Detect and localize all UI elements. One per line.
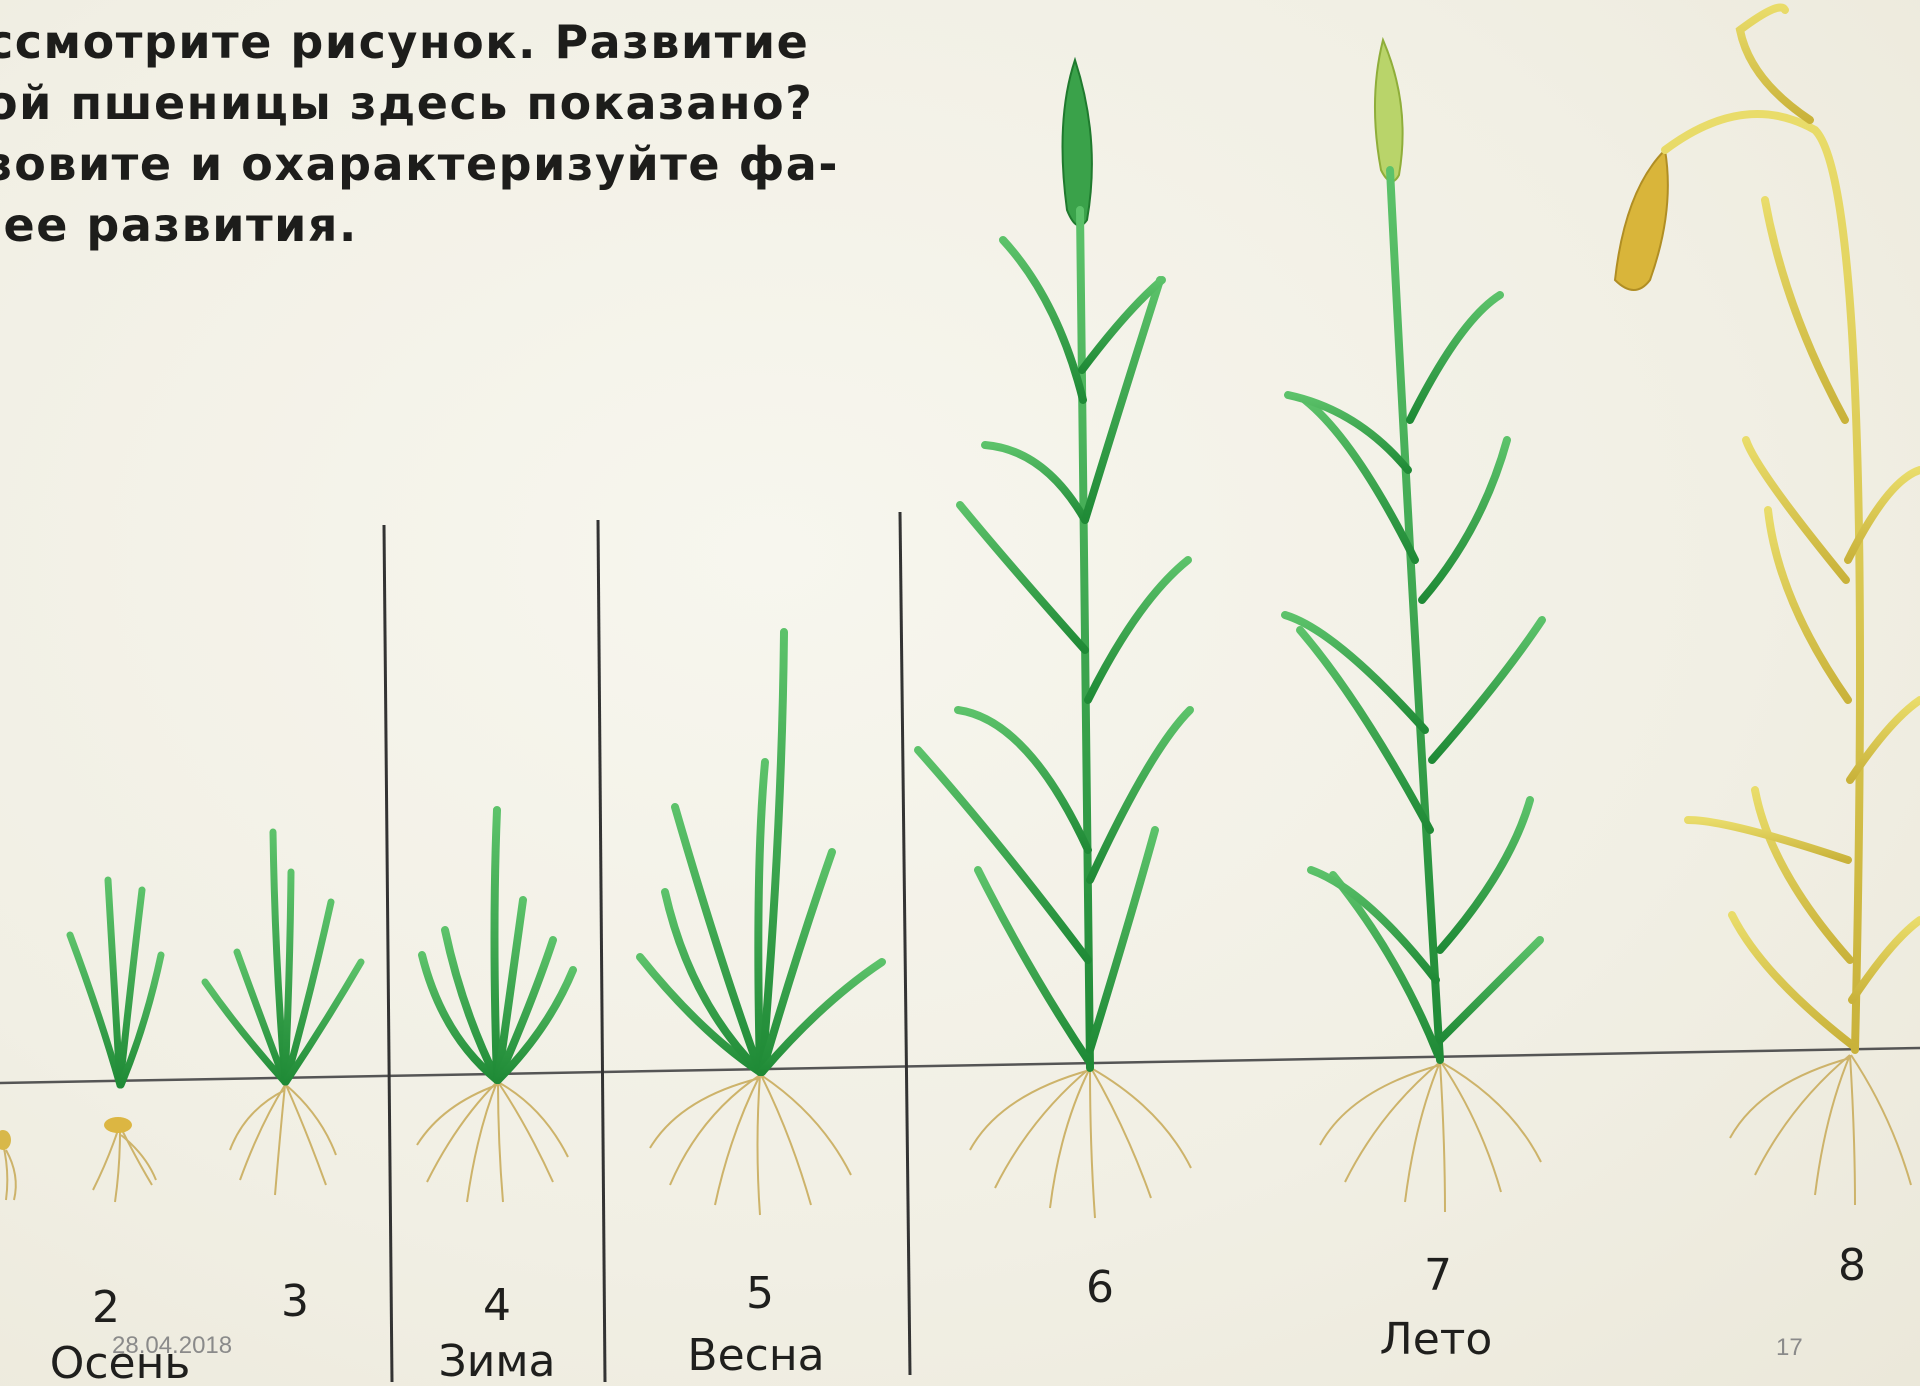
divider-line — [598, 520, 605, 1382]
plant-stage-1 — [0, 1130, 16, 1200]
slide-number: 17 — [1776, 1334, 1803, 1362]
stage-number-7: 7 — [1424, 1250, 1452, 1301]
plant-stage-2 — [70, 880, 161, 1202]
plant-stage-6 — [918, 60, 1191, 1218]
stage-number-4: 4 — [483, 1280, 511, 1331]
stage-number-2: 2 — [92, 1282, 120, 1333]
plant-stage-3 — [205, 832, 361, 1195]
plant-stage-5 — [640, 632, 882, 1215]
plant-stage-4 — [417, 810, 573, 1202]
stage-number-8: 8 — [1838, 1240, 1866, 1291]
plant-stage-8 — [1615, 8, 1920, 1206]
divider-line — [384, 525, 392, 1382]
plant-stage-7 — [1285, 40, 1542, 1212]
stage-number-6: 6 — [1086, 1262, 1114, 1313]
footer-date: 28.04.2018 — [112, 1332, 232, 1360]
divider-line — [900, 512, 910, 1375]
stage-number-3: 3 — [281, 1276, 309, 1327]
season-label-spring: Весна — [687, 1330, 824, 1381]
season-label-winter: Зима — [439, 1336, 556, 1386]
season-label-summer: Лето — [1380, 1314, 1493, 1365]
stage-number-5: 5 — [746, 1268, 774, 1319]
